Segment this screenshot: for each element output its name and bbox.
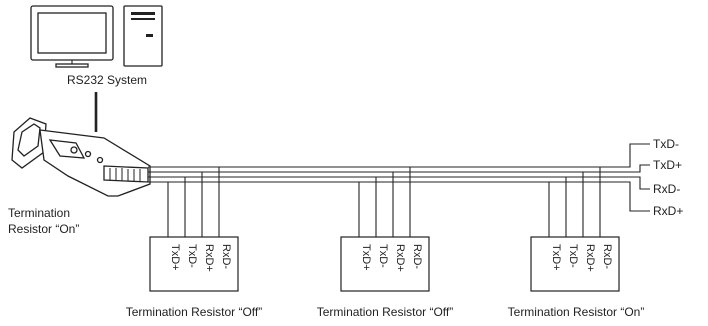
computer-icon: RS232 System [30, 5, 163, 87]
system-label: RS232 System [67, 73, 147, 87]
node-1-pin-txd-minus: TxD- [186, 244, 198, 268]
node-3-pin-rxd-minus: RxD- [601, 244, 613, 269]
node-1-pin-rxd-minus: RxD- [220, 244, 232, 269]
node-3-termination-label: Termination Resistor “On” [508, 305, 645, 319]
bus-wire-txd-plus [148, 164, 650, 173]
converter-termination-label-line2: Resistor “On” [8, 222, 79, 236]
bus-wires [148, 143, 650, 212]
monitor-icon [30, 5, 114, 68]
node-1-termination-label: Termination Resistor “Off” [126, 305, 262, 319]
bus-wire-rxd-minus [148, 176, 650, 190]
node-1-pin-rxd-plus: RxD+ [203, 244, 215, 272]
node-2-pin-txd-plus: TxD+ [360, 244, 372, 271]
bus-label-txd-minus: TxD- [653, 137, 679, 151]
node-3-box [530, 236, 620, 292]
rs485-node-1: TxD+ TxD- RxD+ RxD- Termination Resistor… [126, 166, 262, 319]
bus-wire-txd-minus [148, 143, 650, 168]
node-3-pin-txd-plus: TxD+ [550, 244, 562, 271]
node-2-pin-txd-minus: TxD- [377, 244, 389, 268]
bus-label-txd-plus: TxD+ [653, 158, 682, 172]
node-2-termination-label: Termination Resistor “Off” [317, 305, 453, 319]
node-3-pin-rxd-plus: RxD+ [584, 244, 596, 272]
bus-label-rxd-minus: RxD- [653, 182, 680, 196]
bus-wire-rxd-plus [148, 181, 650, 212]
converter-icon [11, 117, 151, 197]
node-2-pin-rxd-minus: RxD- [411, 244, 423, 269]
rs485-node-2: TxD+ TxD- RxD+ RxD- Termination Resistor… [317, 166, 453, 319]
rs485-node-3: TxD+ TxD- RxD+ RxD- Termination Resistor… [508, 166, 645, 319]
bus-label-rxd-plus: RxD+ [653, 204, 683, 218]
node-1-pin-txd-plus: TxD+ [169, 244, 181, 271]
node-3-pin-txd-minus: TxD- [567, 244, 579, 268]
node-2-box [340, 236, 430, 292]
node-2-pin-rxd-plus: RxD+ [394, 244, 406, 272]
converter-termination-label-line1: Termination [8, 206, 70, 220]
node-1-box [149, 236, 239, 292]
tower-icon [123, 5, 163, 67]
